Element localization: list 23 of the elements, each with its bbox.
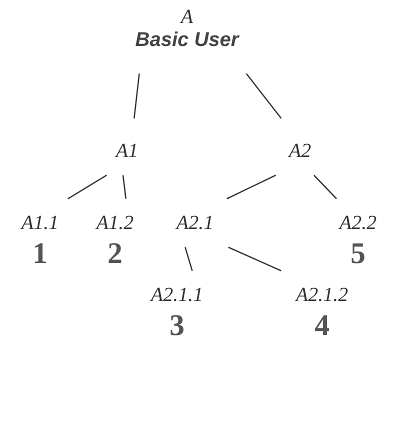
node-label: A2.2 [339, 212, 377, 234]
node-label: A [180, 6, 194, 28]
connector-line [122, 175, 127, 199]
connector-line [228, 246, 282, 272]
node-label: A2.1 [176, 212, 214, 234]
node-label: A1 [116, 140, 138, 162]
connector-line [133, 74, 140, 118]
node-label: A2.1.2 [296, 284, 348, 306]
leaf-number: 5 [350, 238, 366, 270]
connector-line [246, 73, 282, 119]
node-subtitle: Basic User [135, 28, 239, 52]
node-label: A1.1 [21, 212, 59, 234]
leaf-number: 2 [108, 238, 122, 270]
leaf-number: 3 [170, 310, 184, 342]
node-label: A1.2 [96, 212, 134, 234]
node-label: A2.1.1 [150, 284, 204, 306]
leaf-number: 4 [314, 310, 330, 342]
node-label: A2 [288, 140, 312, 162]
connector-line [68, 174, 107, 200]
connector-line [314, 174, 337, 200]
leaf-number: 1 [32, 238, 48, 270]
connector-line [184, 247, 193, 271]
connector-line [226, 174, 276, 200]
